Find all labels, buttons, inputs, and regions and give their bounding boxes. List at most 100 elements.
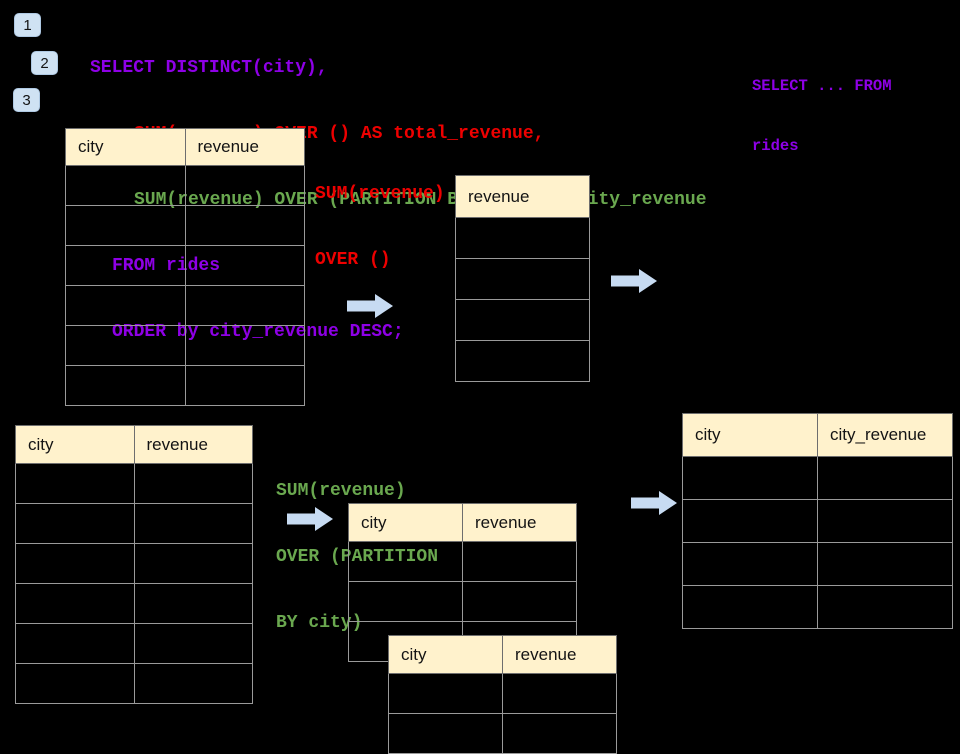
empty-cell — [502, 673, 617, 714]
table-row — [15, 543, 253, 584]
empty-cell — [184, 365, 305, 406]
empty-cell — [388, 673, 503, 714]
empty-cell — [133, 463, 253, 504]
empty-cell — [133, 623, 253, 664]
empty-cell — [133, 503, 253, 544]
empty-cell — [462, 581, 577, 622]
empty-cell — [682, 542, 818, 586]
empty-cell — [184, 165, 305, 206]
column-header-revenue: revenue — [462, 503, 577, 542]
empty-cell — [817, 542, 953, 586]
step-badge-1: 1 — [14, 13, 41, 37]
table-row — [15, 583, 253, 624]
column-header-revenue: revenue — [133, 425, 253, 464]
select-from-note-line1: SELECT ... FROM — [752, 77, 892, 95]
table-row — [682, 456, 953, 500]
empty-cell — [455, 340, 590, 382]
table-row — [455, 340, 590, 382]
empty-cell — [65, 285, 186, 326]
empty-cell — [682, 585, 818, 629]
table-row — [682, 542, 953, 586]
empty-cell — [682, 456, 818, 500]
empty-cell — [65, 325, 186, 366]
select-from-note-line2: rides — [752, 137, 799, 155]
table-row — [455, 217, 590, 259]
step-badge-3: 3 — [13, 88, 40, 112]
empty-cell — [15, 583, 135, 624]
empty-cell — [462, 541, 577, 582]
column-header-city: city — [388, 635, 503, 674]
empty-cell — [133, 663, 253, 704]
flow-arrow-3-icon — [287, 507, 333, 531]
empty-cell — [15, 663, 135, 704]
column-header-city: city — [15, 425, 135, 464]
empty-cell — [65, 245, 186, 286]
table-row — [65, 365, 305, 406]
table-row — [388, 673, 617, 714]
empty-cell — [65, 205, 186, 246]
empty-cell — [817, 456, 953, 500]
table-row — [15, 623, 253, 664]
empty-cell — [65, 165, 186, 206]
empty-cell — [682, 499, 818, 543]
empty-cell — [455, 217, 590, 259]
table-row — [348, 541, 577, 582]
column-header-revenue: revenue — [184, 128, 305, 166]
column-header-revenue: revenue — [502, 635, 617, 674]
empty-cell — [184, 205, 305, 246]
select-from-note: SELECT ... FROM rides — [752, 36, 892, 176]
table-row — [15, 663, 253, 704]
column-header-city: city — [348, 503, 463, 542]
total-revenue-note-line2: OVER () — [315, 250, 391, 270]
table-row — [348, 581, 577, 622]
empty-cell — [133, 583, 253, 624]
empty-cell — [348, 541, 463, 582]
empty-cell — [817, 499, 953, 543]
empty-cell — [455, 258, 590, 300]
column-header-city: city — [682, 413, 818, 457]
empty-cell — [184, 325, 305, 366]
empty-cell — [15, 543, 135, 584]
table-row — [65, 205, 305, 246]
table-row — [15, 463, 253, 504]
column-header-city_revenue: city_revenue — [817, 413, 953, 457]
table-total-revenue-result: revenue — [455, 175, 590, 382]
table-row — [65, 245, 305, 286]
sql-line-select: SELECT DISTINCT(city), — [90, 58, 328, 78]
table-row — [15, 503, 253, 544]
empty-cell — [348, 581, 463, 622]
flow-arrow-2-icon — [611, 269, 657, 293]
table-row — [455, 258, 590, 300]
empty-cell — [133, 543, 253, 584]
column-header-city: city — [65, 128, 186, 166]
table-row — [65, 165, 305, 206]
table-row — [682, 585, 953, 629]
table-row — [65, 325, 305, 366]
total-revenue-note: SUM(revenue) OVER () — [315, 139, 445, 293]
header-row: revenue — [455, 175, 590, 218]
empty-cell — [15, 463, 135, 504]
empty-cell — [817, 585, 953, 629]
empty-cell — [455, 299, 590, 341]
table-row — [455, 299, 590, 341]
empty-cell — [15, 623, 135, 664]
flow-arrow-4-icon — [631, 491, 677, 515]
total-revenue-note-line1: SUM(revenue) — [315, 184, 445, 204]
empty-cell — [65, 365, 186, 406]
empty-cell — [184, 245, 305, 286]
flow-arrow-1-icon — [347, 294, 393, 318]
empty-cell — [184, 285, 305, 326]
step-badge-2: 2 — [31, 51, 58, 75]
empty-cell — [15, 503, 135, 544]
column-header-revenue: revenue — [455, 175, 590, 218]
table-row — [65, 285, 305, 326]
partition-note-line1: SUM(revenue) — [276, 481, 406, 501]
